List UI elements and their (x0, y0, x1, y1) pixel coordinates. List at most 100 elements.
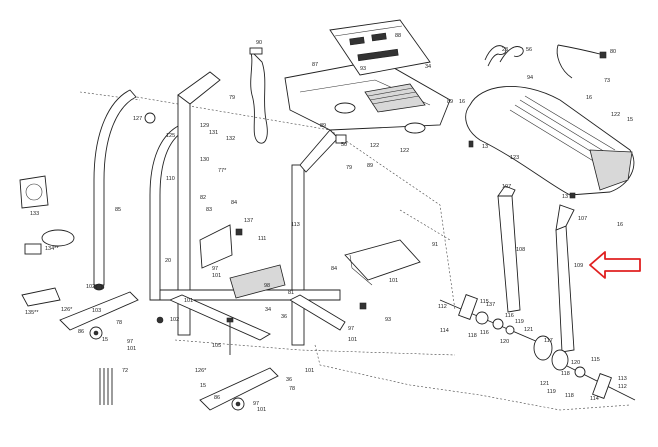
part-label-p116b: 116 (480, 330, 489, 336)
part-label-p108: 108 (516, 247, 525, 253)
part-label-p105: 105 (212, 343, 221, 349)
upright-107-108 (497, 185, 521, 313)
part-label-p83: 83 (206, 207, 212, 213)
part-label-p79b: 79 (346, 165, 352, 171)
part-label-p137a: 137 (244, 218, 253, 224)
part-label-p89c: 89 (367, 163, 373, 169)
motor-hood (465, 86, 635, 196)
part-label-p89b: 89 (320, 123, 326, 129)
part-label-p123: 123 (510, 155, 519, 161)
part-label-p121b: 121 (540, 381, 549, 387)
part-label-p13a: 13 (482, 144, 488, 150)
part-label-p120a: 120 (500, 339, 509, 345)
part-label-p16c: 16 (617, 222, 623, 228)
part-label-p16b: 16 (459, 99, 465, 105)
part-label-p77: 77* (218, 168, 227, 174)
part-label-p118b: 118 (561, 371, 570, 377)
part-label-p112b: 112 (618, 384, 627, 390)
part-label-p122c: 122 (400, 148, 409, 154)
part-label-p112a: 112 (438, 304, 447, 310)
part-label-p115b: 115 (591, 357, 600, 363)
part-label-p78a: 78 (116, 320, 122, 326)
part-label-p86b: 86 (214, 395, 220, 401)
part-label-p72: 72 (122, 368, 128, 374)
bolt-105 (226, 317, 234, 355)
part-label-p119b: 119 (547, 389, 556, 395)
part-label-p86a: 86 (78, 329, 84, 335)
part-label-p50: 50 (341, 142, 347, 148)
wire-harness (249, 47, 268, 144)
part-label-p101e: 101 (348, 337, 357, 343)
left-rail-tube (93, 89, 137, 291)
upright-109 (555, 204, 575, 353)
part-label-p88: 88 (395, 33, 401, 39)
console-base (284, 59, 451, 134)
part-label-p132: 132 (226, 136, 235, 142)
part-label-p120b: 120 (571, 360, 580, 366)
part-label-p126b: 126* (195, 368, 207, 374)
part-label-p84a: 84 (231, 200, 237, 206)
part-label-p101g: 101 (257, 407, 266, 413)
part-label-p82: 82 (200, 195, 206, 201)
part-label-p15a: 15 (627, 117, 633, 123)
part-label-p20: 20 (165, 258, 171, 264)
part-label-p93: 93 (360, 66, 366, 72)
part-label-p13b: 13 (562, 194, 568, 200)
bottom-foot-bracket (199, 367, 279, 411)
part-label-p101d: 101 (127, 346, 136, 352)
part-label-p137b: 137 (486, 302, 495, 308)
part-label-p114b: 114 (590, 396, 599, 402)
hardware-bits (95, 112, 576, 324)
part-label-p114a: 114 (440, 328, 449, 334)
part-label-p94: 94 (527, 75, 533, 81)
part-label-p109: 109 (574, 263, 583, 269)
part-label-p126a: 126* (61, 307, 73, 313)
part-label-p102b: 102 (170, 317, 179, 323)
part-label-p97b: 97 (348, 326, 354, 332)
part-label-p130: 130 (200, 157, 209, 163)
part-label-p91: 91 (432, 242, 438, 248)
part-label-p34b: 34 (265, 307, 271, 313)
part-label-p73: 73 (604, 78, 610, 84)
part-label-p87: 87 (312, 62, 318, 68)
part-label-p110: 110 (166, 176, 175, 182)
lower-wheel-assembly (551, 349, 636, 401)
part-label-p36a: 36 (281, 314, 287, 320)
cable-ties (99, 368, 113, 405)
part-label-p117a: 117 (544, 338, 553, 344)
part-label-p134: 134** (45, 246, 59, 252)
part-label-p15c: 15 (200, 383, 206, 389)
part-label-p127: 127 (133, 116, 142, 122)
part-label-p56: 56 (526, 47, 532, 53)
upper-wheel-assembly (439, 294, 553, 361)
callout-arrow (589, 251, 641, 279)
part-label-p98: 98 (264, 283, 270, 289)
part-label-p23: 23 (502, 47, 508, 53)
part-label-p122a: 122 (611, 112, 620, 118)
part-label-p119: 119 (515, 319, 524, 325)
part-label-p90a: 90 (256, 40, 262, 46)
part-label-p101f: 101 (305, 368, 314, 374)
part-label-p36b: 36 (286, 377, 292, 383)
left-foot-bracket (59, 291, 139, 340)
handle-grips (484, 45, 524, 67)
part-label-p97a: 97 (212, 266, 218, 272)
part-label-p125: 125 (166, 133, 175, 139)
part-label-p89a: 89 (447, 99, 453, 105)
console-top (329, 19, 431, 76)
part-label-p115a: 115 (480, 299, 489, 305)
upright-frame (159, 71, 346, 346)
part-label-p97d: 97 (253, 401, 259, 407)
part-label-p103: 103 (92, 308, 101, 314)
part-label-p116a: 116 (505, 313, 514, 319)
accessory-tray (344, 239, 421, 286)
part-label-p97c: 97 (127, 339, 133, 345)
part-label-p102a: 102 (86, 284, 95, 290)
accessory-items (19, 175, 75, 307)
part-label-p135: 135** (25, 310, 39, 316)
part-label-p113a: 113 (291, 222, 300, 228)
part-label-p84b: 84 (331, 266, 337, 272)
part-label-p81: 81 (288, 290, 294, 296)
